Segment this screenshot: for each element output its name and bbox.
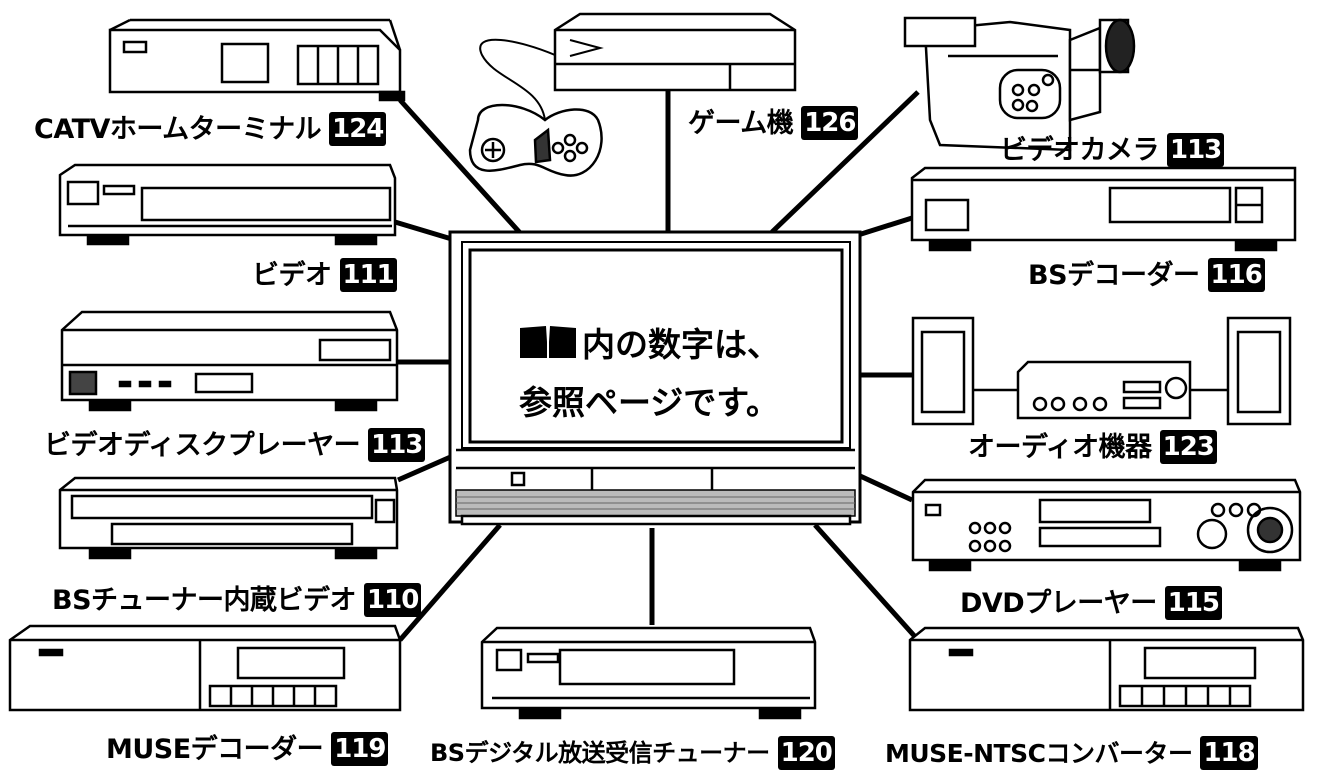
label-video: ビデオ 111 bbox=[252, 258, 397, 292]
video-deck-illustration bbox=[58, 163, 397, 246]
label-catv: CATVホームターミナル 124 bbox=[34, 112, 387, 146]
bs-decoder-illustration bbox=[910, 166, 1297, 252]
device-name: BSデジタル放送受信チューナー bbox=[430, 739, 770, 767]
page-badge: 119 bbox=[331, 732, 389, 766]
page-badge: 115 bbox=[1164, 586, 1223, 620]
game-console-illustration bbox=[468, 12, 797, 177]
page-badge: 111 bbox=[339, 258, 397, 292]
device-name: ビデオカメラ bbox=[1000, 134, 1160, 166]
device-name: ビデオ bbox=[252, 259, 332, 291]
catv-terminal-illustration bbox=[108, 18, 406, 102]
label-videodisc: ビデオディスクプレーヤー 113 bbox=[44, 428, 426, 462]
device-name: DVDプレーヤー bbox=[960, 587, 1157, 619]
label-bsdecoder: BSデコーダー 116 bbox=[1028, 258, 1265, 292]
page-badge: 116 bbox=[1207, 258, 1265, 292]
television bbox=[448, 230, 862, 526]
page-badge: 113 bbox=[1167, 133, 1225, 167]
page-badge: 126 bbox=[801, 106, 859, 140]
connection-lines bbox=[394, 88, 920, 642]
device-name: BSデコーダー bbox=[1028, 259, 1200, 291]
book-icon bbox=[520, 326, 576, 358]
page-badge: 124 bbox=[329, 112, 387, 146]
device-name: BSチューナー内蔵ビデオ bbox=[52, 584, 357, 616]
reference-note: 内の数字は、 参照ページです。 bbox=[476, 316, 822, 432]
label-musentsc: MUSE-NTSCコンバーター 118 bbox=[885, 736, 1258, 770]
video-camera-illustration bbox=[903, 16, 1136, 152]
video-disc-player-illustration bbox=[60, 310, 399, 412]
note-line-1: 内の数字は、 bbox=[582, 325, 780, 364]
muse-decoder-illustration bbox=[8, 624, 402, 712]
page-badge: 118 bbox=[1200, 736, 1258, 770]
audio-system-illustration bbox=[911, 316, 1292, 426]
device-name: オーディオ機器 bbox=[968, 431, 1152, 463]
page-badge: 123 bbox=[1159, 430, 1217, 464]
device-name: MUSEデコーダー bbox=[106, 733, 324, 765]
device-name: ビデオディスクプレーヤー bbox=[44, 429, 361, 461]
device-name: MUSE-NTSCコンバーター bbox=[885, 738, 1193, 768]
label-bsdigital: BSデジタル放送受信チューナー 120 bbox=[430, 736, 835, 770]
label-game: ゲーム機 126 bbox=[688, 106, 859, 140]
label-dvd: DVDプレーヤー 115 bbox=[960, 586, 1223, 620]
page-badge: 110 bbox=[364, 583, 422, 617]
label-videocamera: ビデオカメラ 113 bbox=[1000, 133, 1225, 167]
muse-ntsc-converter-illustration bbox=[908, 626, 1305, 712]
device-name: CATVホームターミナル bbox=[34, 113, 322, 145]
device-name: ゲーム機 bbox=[688, 107, 794, 139]
page-badge: 113 bbox=[368, 428, 426, 462]
bs-digital-tuner-illustration bbox=[480, 626, 817, 720]
label-bstunervideo: BSチューナー内蔵ビデオ 110 bbox=[52, 583, 422, 617]
label-audio: オーディオ機器 123 bbox=[968, 430, 1217, 464]
dvd-player-illustration bbox=[911, 478, 1302, 572]
page-badge: 120 bbox=[777, 736, 835, 770]
note-line-2: 参照ページです。 bbox=[518, 383, 780, 422]
label-musedecoder: MUSEデコーダー 119 bbox=[106, 732, 389, 766]
bs-tuner-video-illustration bbox=[58, 476, 399, 560]
